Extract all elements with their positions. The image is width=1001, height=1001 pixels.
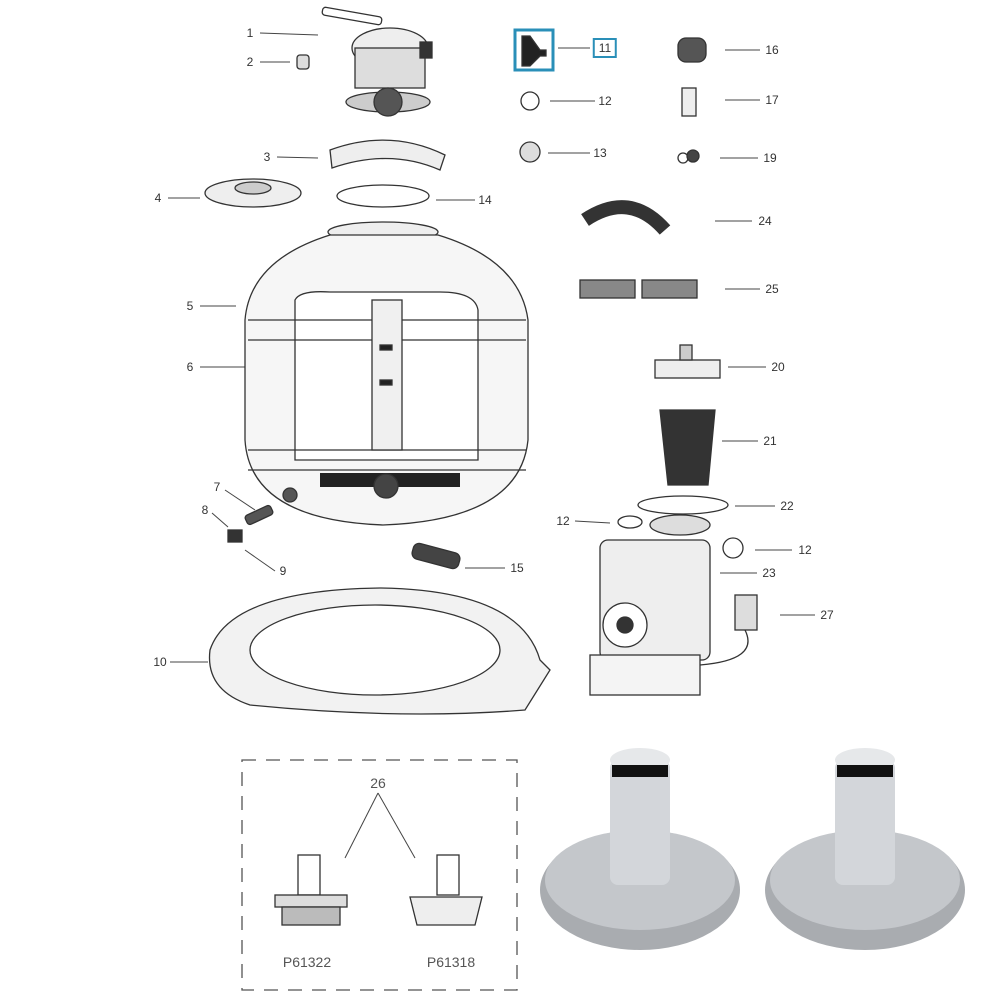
callout-20: 20 <box>771 360 785 374</box>
callout-24: 24 <box>758 214 772 228</box>
adapter-photo-left <box>540 748 740 950</box>
variant-label-right: P61318 <box>426 954 476 970</box>
callout-13: 13 <box>593 146 607 160</box>
callout-14: 14 <box>478 193 492 207</box>
callout-11: 11 <box>592 38 618 58</box>
callout-10: 10 <box>153 655 167 669</box>
variant-p61322-drawing <box>274 854 348 926</box>
callout-22: 22 <box>780 499 794 513</box>
callout-5: 5 <box>186 299 194 313</box>
callout-12: 12 <box>598 94 612 108</box>
part-27-plug <box>699 594 758 666</box>
adapter-photo-right <box>765 748 965 950</box>
callout-25: 25 <box>765 282 779 296</box>
part-15 <box>411 542 461 570</box>
callout-21: 21 <box>763 434 777 448</box>
part-7 <box>244 504 274 526</box>
callout-9: 9 <box>279 564 287 578</box>
part-12-ring <box>617 515 643 529</box>
part-12-ring <box>722 537 744 559</box>
callout-27: 27 <box>820 608 834 622</box>
part-4-lid <box>204 178 302 208</box>
callout-23: 23 <box>762 566 776 580</box>
callout-19: 19 <box>763 151 777 165</box>
part-6-laterals <box>320 299 460 499</box>
callout-4: 4 <box>154 191 162 205</box>
part-20-lid <box>654 344 721 379</box>
part-1-multiport-valve <box>321 6 433 117</box>
callout-6: 6 <box>186 360 194 374</box>
part-19 <box>677 149 700 164</box>
part-8 <box>227 529 243 543</box>
variant-box <box>241 759 518 991</box>
part-11 <box>521 35 547 67</box>
part-23-pump <box>589 514 711 696</box>
callout-17: 17 <box>765 93 779 107</box>
part-16 <box>677 37 707 63</box>
callout-3: 3 <box>263 150 271 164</box>
part-10-base <box>208 587 551 715</box>
part-14-o-ring <box>336 184 430 208</box>
part-21-basket <box>659 409 716 486</box>
callout-16: 16 <box>765 43 779 57</box>
part-12 <box>520 91 540 111</box>
callout-2: 2 <box>246 55 254 69</box>
part-22-o-ring <box>637 495 729 515</box>
callout-26: 26 <box>370 775 386 791</box>
part-3-clamp <box>329 139 446 171</box>
part-13 <box>519 141 541 163</box>
part-25-hoses <box>579 279 698 299</box>
callout-15: 15 <box>510 561 524 575</box>
variant-p61318-drawing <box>409 854 483 926</box>
callout-1: 1 <box>246 26 254 40</box>
part-24-hose <box>581 200 671 235</box>
callout-12: 12 <box>556 514 570 528</box>
callout-8: 8 <box>201 503 209 517</box>
callout-7: 7 <box>213 480 221 494</box>
variant-label-left: P61322 <box>282 954 332 970</box>
callout-12: 12 <box>798 543 812 557</box>
part-11-highlight-box <box>513 28 555 72</box>
part-17 <box>681 87 697 117</box>
part-2 <box>296 54 310 70</box>
